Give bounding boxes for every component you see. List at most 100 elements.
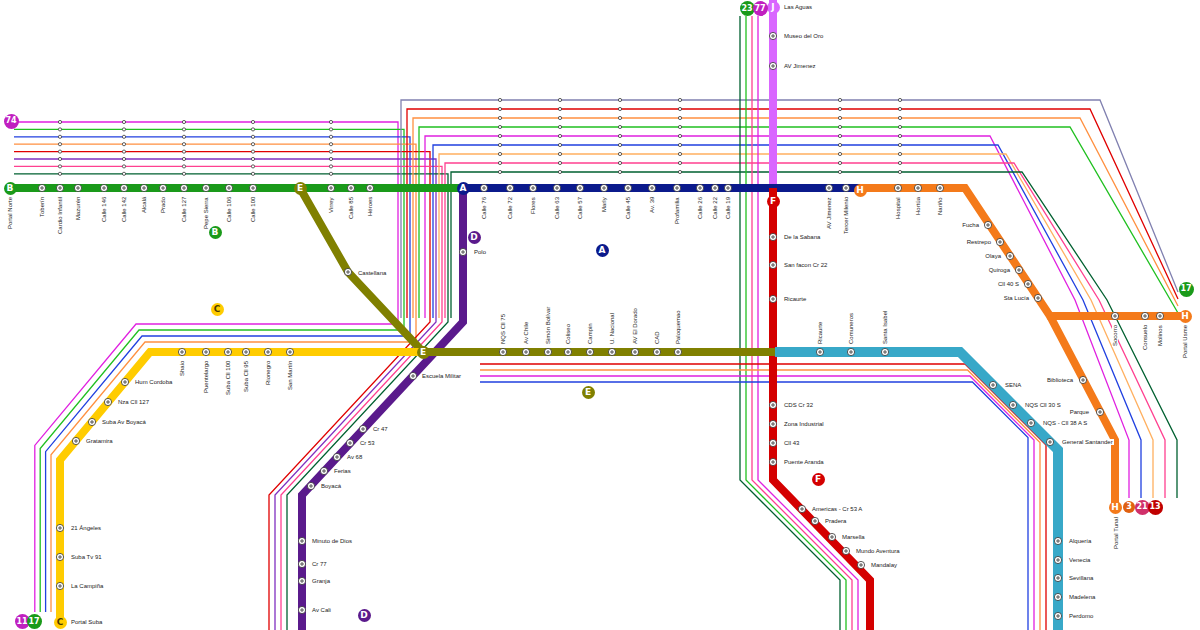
- stop-dot: [58, 143, 61, 146]
- stop-dot: [329, 135, 332, 138]
- station-cross: [829, 186, 830, 190]
- trunk-line: [300, 188, 775, 352]
- stop-dot: [618, 152, 621, 155]
- station-name: Profamilia: [674, 196, 680, 225]
- station-cross: [993, 383, 994, 387]
- station-marker: [344, 268, 351, 275]
- badge-letter: 74: [5, 117, 16, 125]
- station-cross: [246, 350, 247, 354]
- station-cross: [182, 350, 183, 354]
- stop-dot: [58, 165, 61, 168]
- stop-dot: [838, 134, 841, 137]
- station-cross: [728, 186, 729, 190]
- station-cross: [370, 186, 371, 190]
- stop-dot: [329, 128, 332, 131]
- station-cross: [773, 235, 774, 239]
- station-cross: [773, 34, 774, 38]
- station-name: AV Jimenez: [826, 196, 832, 230]
- line-badge: E: [582, 386, 595, 399]
- stop-dot: [618, 116, 621, 119]
- station-cross: [184, 186, 185, 190]
- stop-dot: [898, 116, 901, 119]
- station-name: Las Aguas: [783, 4, 813, 10]
- station-name: Calle 146: [101, 196, 107, 223]
- station-cross: [206, 350, 207, 354]
- stop-dot: [58, 135, 61, 138]
- station-name: Calle 127: [181, 196, 187, 223]
- station-marker: [56, 582, 63, 589]
- stop-dot: [58, 157, 61, 160]
- station-name: Marly: [601, 196, 607, 213]
- station-marker: [674, 348, 681, 355]
- trunk-line: [463, 184, 860, 192]
- station-marker: [769, 439, 776, 446]
- feeder-line: [419, 127, 1178, 318]
- feeder-line: [407, 109, 1178, 318]
- stop-dot: [122, 172, 125, 175]
- station-name: Restrepo: [966, 239, 992, 245]
- station-marker: [202, 348, 209, 355]
- station-cross: [851, 350, 852, 354]
- station-marker: [857, 561, 864, 568]
- feeder-line: [480, 370, 1040, 630]
- station-marker: [608, 348, 615, 355]
- station-cross: [628, 186, 629, 190]
- stop-dot: [251, 135, 254, 138]
- station-marker: [286, 348, 293, 355]
- station-name: NQS Cll 75: [500, 313, 506, 345]
- station-name: Polo: [473, 249, 487, 255]
- stop-dot: [618, 134, 621, 137]
- stop-dot: [618, 143, 621, 146]
- station-name: Minuto de Dios: [311, 538, 353, 544]
- station-name: Portal Norte: [7, 196, 13, 230]
- station-name: Consuelo: [1142, 324, 1148, 351]
- station-cross: [773, 297, 774, 301]
- station-cross: [678, 350, 679, 354]
- station-name: Hortúa: [915, 196, 921, 216]
- line-badge: H: [1109, 501, 1122, 514]
- station-name: Calle 45: [625, 196, 631, 220]
- station-name: NQS Cll 30 S: [1024, 402, 1062, 408]
- feeder-line: [480, 376, 1034, 630]
- station-name: AV Jimenez: [783, 63, 817, 69]
- station-marker: [100, 184, 107, 191]
- badge-letter: B: [212, 228, 219, 237]
- station-marker: [72, 437, 79, 444]
- station-marker: [480, 184, 487, 191]
- line-badge: D: [468, 231, 481, 244]
- station-name: 21 Ángeles: [70, 525, 102, 531]
- station-cross: [1058, 539, 1059, 543]
- line-badge: A: [457, 182, 470, 195]
- station-name: Fucha: [961, 222, 980, 228]
- station-cross: [60, 186, 61, 190]
- station-name: Venecia: [1068, 557, 1091, 563]
- station-cross: [635, 350, 636, 354]
- stop-dot: [122, 135, 125, 138]
- station-name: Museo del Oro: [783, 33, 824, 39]
- stop-dot: [182, 150, 185, 153]
- station-name: Zona Industrial: [783, 421, 825, 427]
- stop-dot: [678, 116, 681, 119]
- station-cross: [76, 439, 77, 443]
- badge-letter: 77: [754, 5, 765, 13]
- station-marker: [298, 560, 305, 567]
- station-marker: [506, 184, 513, 191]
- station-marker: [544, 348, 551, 355]
- station-name: Cr 53: [359, 440, 376, 446]
- station-name: Ferias: [333, 468, 352, 474]
- station-marker: [320, 467, 327, 474]
- trunk-line: [10, 184, 463, 192]
- station-marker: [180, 184, 187, 191]
- station-name: Portal Usme: [1182, 324, 1188, 359]
- line-badge: E: [294, 182, 307, 195]
- station-marker: [769, 295, 776, 302]
- station-cross: [988, 223, 989, 227]
- stop-dot: [898, 134, 901, 137]
- station-name: Calle 26: [697, 196, 703, 220]
- badge-letter: H: [856, 186, 864, 195]
- trunk-line: [769, 0, 777, 188]
- station-name: Suba Cll 100: [225, 360, 231, 396]
- stop-dot: [498, 98, 501, 101]
- station-cross: [42, 186, 43, 190]
- line-badge: 13: [1148, 500, 1163, 515]
